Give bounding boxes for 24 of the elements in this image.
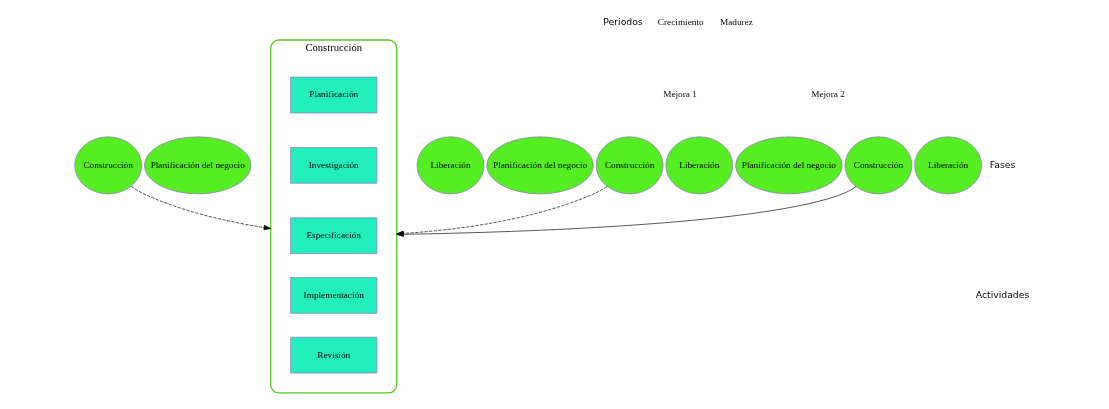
node-box: Especificación [290,217,378,254]
node-ellipse: Liberación [914,136,982,195]
label: Actividades [975,288,1030,300]
label: Madurez [719,17,753,28]
node-box: Planificación [290,76,378,114]
label: Crecimiento [657,17,704,28]
label: Mejora 2 [811,89,845,100]
node-ellipse: Planificación del negocio [735,136,843,195]
arrow [396,186,857,237]
node-ellipse: Planificación del negocio [486,136,594,195]
node-box: Implementación [290,277,378,314]
node-ellipse: Construcción [74,136,142,195]
node-ellipse: Construcción [844,136,913,195]
node-ellipse: Liberación [416,136,485,195]
label: Fases [989,158,1016,170]
node-ellipse: Planificación del negocio [144,136,252,195]
node-ellipse: Liberación [665,136,734,195]
arrow [130,185,272,231]
node-box: Investigación [290,147,378,184]
arrow [396,186,608,237]
node-ellipse: Construcción [595,136,664,195]
label: Mejora 1 [663,89,697,100]
node-box: Revisión [290,336,378,374]
label: Periodos [603,16,643,28]
